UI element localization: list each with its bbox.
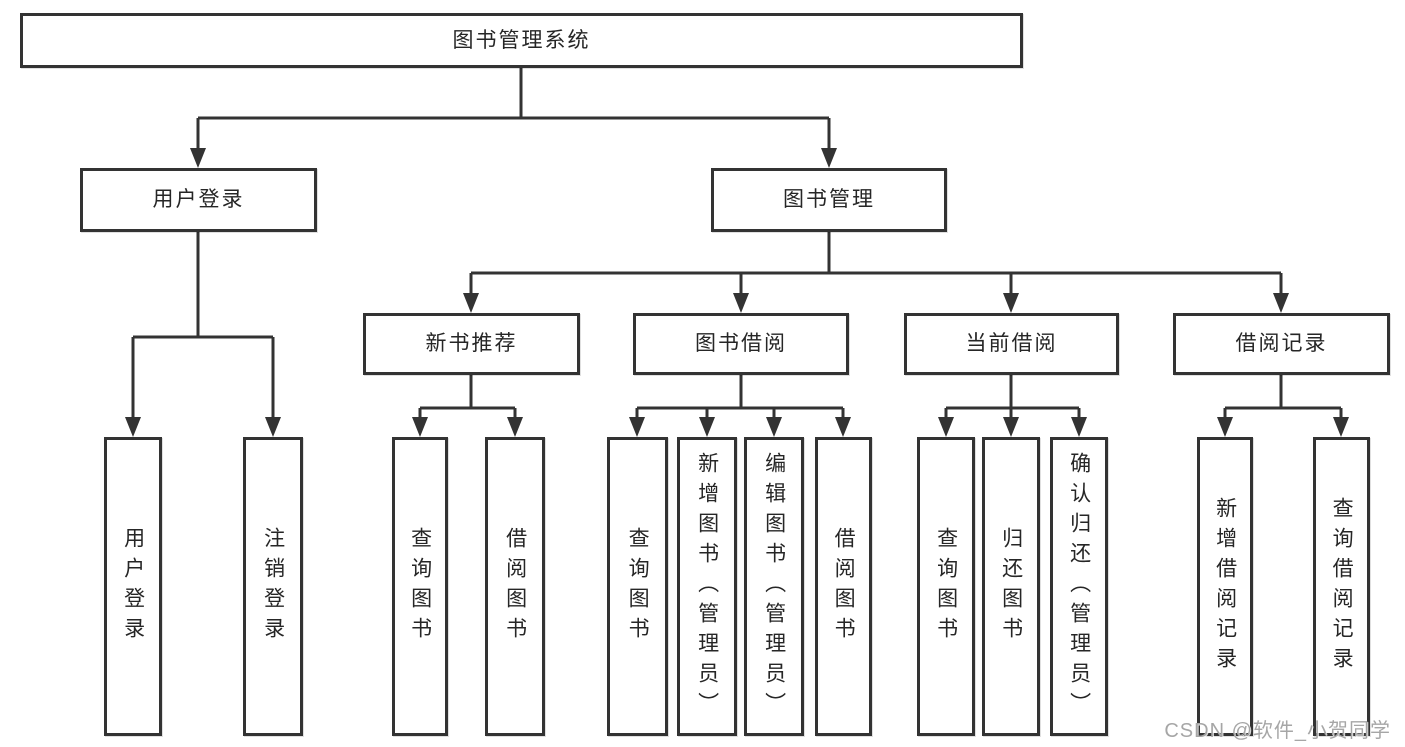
leaf-borrow-books-recommend-label: 借阅图书 bbox=[503, 526, 527, 647]
leaf-edit-book-admin: 编辑图书（管理员） bbox=[744, 437, 804, 736]
node-user-login-label: 用户登录 bbox=[152, 188, 245, 212]
leaf-add-borrow-record-label: 新增借阅记录 bbox=[1213, 496, 1237, 677]
node-new-book-recommend: 新书推荐 bbox=[363, 313, 580, 375]
node-book-borrowing: 图书借阅 bbox=[633, 313, 849, 375]
node-user-login: 用户登录 bbox=[80, 168, 317, 232]
leaf-borrow-books-borrowing-label: 借阅图书 bbox=[832, 526, 856, 647]
node-borrowing-records: 借阅记录 bbox=[1173, 313, 1390, 375]
leaf-add-book-admin-label: 新增图书（管理员） bbox=[695, 451, 719, 722]
leaf-add-borrow-record: 新增借阅记录 bbox=[1197, 437, 1253, 736]
node-borrowing-records-label: 借阅记录 bbox=[1235, 332, 1328, 356]
leaf-borrow-books-recommend: 借阅图书 bbox=[485, 437, 545, 736]
leaf-query-books-recommend-label: 查询图书 bbox=[408, 526, 432, 647]
leaf-confirm-return-admin: 确认归还（管理员） bbox=[1050, 437, 1108, 736]
leaf-logout: 注销登录 bbox=[243, 437, 303, 736]
leaf-logout-label: 注销登录 bbox=[261, 526, 285, 647]
node-book-management-label: 图书管理 bbox=[783, 188, 875, 212]
csdn-watermark: CSDN @软件_小贺同学 bbox=[1164, 720, 1391, 742]
leaf-borrow-books-borrowing: 借阅图书 bbox=[815, 437, 872, 736]
leaf-user-login-label: 用户登录 bbox=[121, 526, 145, 647]
leaf-query-books-borrowing-label: 查询图书 bbox=[626, 526, 650, 647]
leaf-query-books-recommend: 查询图书 bbox=[392, 437, 448, 736]
leaf-user-login: 用户登录 bbox=[104, 437, 162, 736]
leaf-query-books-borrowing: 查询图书 bbox=[607, 437, 668, 736]
leaf-query-books-current-label: 查询图书 bbox=[934, 526, 958, 647]
leaf-add-book-admin: 新增图书（管理员） bbox=[677, 437, 737, 736]
node-current-borrowing-label: 当前借阅 bbox=[965, 332, 1058, 356]
node-book-management: 图书管理 bbox=[711, 168, 947, 232]
leaf-query-borrow-record-label: 查询借阅记录 bbox=[1330, 496, 1354, 677]
leaf-confirm-return-admin-label: 确认归还（管理员） bbox=[1067, 451, 1091, 722]
leaf-query-books-current: 查询图书 bbox=[917, 437, 975, 736]
node-library-system-label: 图书管理系统 bbox=[452, 28, 591, 52]
node-new-book-recommend-label: 新书推荐 bbox=[425, 332, 518, 356]
leaf-edit-book-admin-label: 编辑图书（管理员） bbox=[762, 451, 786, 722]
node-current-borrowing: 当前借阅 bbox=[904, 313, 1119, 375]
node-library-system: 图书管理系统 bbox=[20, 13, 1023, 68]
leaf-return-books-label: 归还图书 bbox=[999, 526, 1023, 647]
node-book-borrowing-label: 图书借阅 bbox=[695, 332, 787, 356]
leaf-query-borrow-record: 查询借阅记录 bbox=[1313, 437, 1370, 736]
leaf-return-books: 归还图书 bbox=[982, 437, 1040, 736]
